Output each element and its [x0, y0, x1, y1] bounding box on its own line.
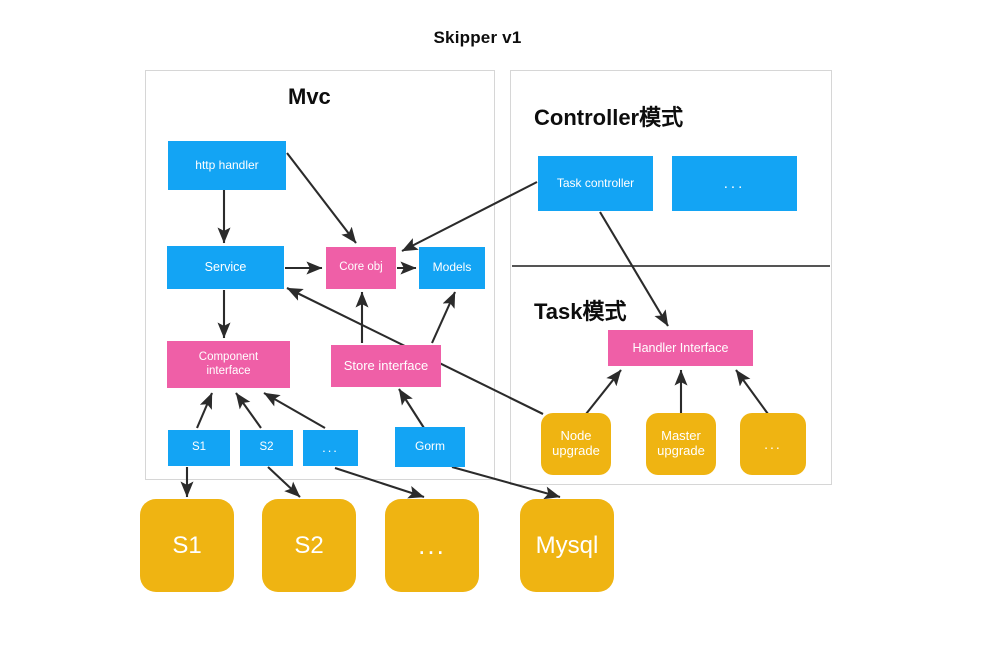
node-service[interactable]: Service — [167, 246, 284, 289]
node-mysql-label: Mysql — [535, 531, 599, 559]
node-handler-interface-label: Handler Interface — [632, 340, 729, 355]
node-more-tasks-label: ... — [764, 435, 782, 452]
node-s2-component[interactable]: S2 — [240, 430, 293, 466]
node-s2-store[interactable]: S2 — [262, 499, 356, 592]
node-master-upgrade[interactable]: Master upgrade — [646, 413, 716, 475]
node-more-stores-label: ... — [418, 529, 446, 560]
node-master-upgrade-label-line2: upgrade — [657, 443, 705, 458]
node-more-components-label: ... — [322, 439, 339, 455]
node-more-tasks[interactable]: ... — [740, 413, 806, 475]
node-models-label: Models — [432, 260, 472, 275]
node-s1-store[interactable]: S1 — [140, 499, 234, 592]
node-more-components[interactable]: ... — [303, 430, 358, 466]
node-s2-component-label: S2 — [259, 441, 274, 454]
node-task-controller[interactable]: Task controller — [538, 156, 653, 211]
node-more-controllers-label: ... — [723, 174, 746, 192]
node-s1-component-label: S1 — [191, 441, 207, 454]
node-http-handler-label: http handler — [195, 157, 259, 172]
node-service-label: Service — [204, 260, 247, 275]
node-http-handler[interactable]: http handler — [168, 141, 286, 190]
node-core-obj-label: Core obj — [339, 261, 383, 274]
node-component-interface-label-line2: interface — [206, 364, 251, 377]
node-s2-store-label: S2 — [294, 531, 324, 559]
node-task-controller-label: Task controller — [556, 175, 635, 190]
node-more-stores[interactable]: ... — [385, 499, 479, 592]
node-gorm[interactable]: Gorm — [395, 427, 465, 467]
node-handler-interface[interactable]: Handler Interface — [608, 330, 753, 366]
node-node-upgrade-label-line1: Node — [560, 428, 592, 444]
panel-controller-task — [510, 70, 832, 485]
panel-title-controller: Controller模式 — [534, 105, 684, 130]
node-more-controllers[interactable]: ... — [672, 156, 797, 211]
panel-divider — [512, 265, 830, 267]
panel-mvc — [145, 70, 495, 480]
node-node-upgrade-label-line2: upgrade — [552, 443, 600, 458]
page-title: Skipper v1 — [433, 28, 522, 47]
node-store-interface-label: Store interface — [343, 357, 429, 373]
panel-title-task: Task模式 — [534, 299, 627, 324]
node-s1-store-label: S1 — [172, 531, 202, 559]
node-mysql[interactable]: Mysql — [520, 499, 614, 592]
panel-title-mvc: Mvc — [288, 84, 331, 109]
node-gorm-label: Gorm — [415, 439, 445, 454]
node-master-upgrade-label-line1: Master — [661, 428, 701, 444]
node-component-interface-label-line1: Component — [198, 351, 259, 364]
node-models[interactable]: Models — [419, 247, 485, 289]
node-s1-component[interactable]: S1 — [168, 430, 230, 466]
node-store-interface[interactable]: Store interface — [331, 345, 441, 387]
node-node-upgrade[interactable]: Node upgrade — [541, 413, 611, 475]
node-component-interface[interactable]: Component interface — [167, 341, 290, 388]
node-core-obj[interactable]: Core obj — [326, 247, 396, 289]
